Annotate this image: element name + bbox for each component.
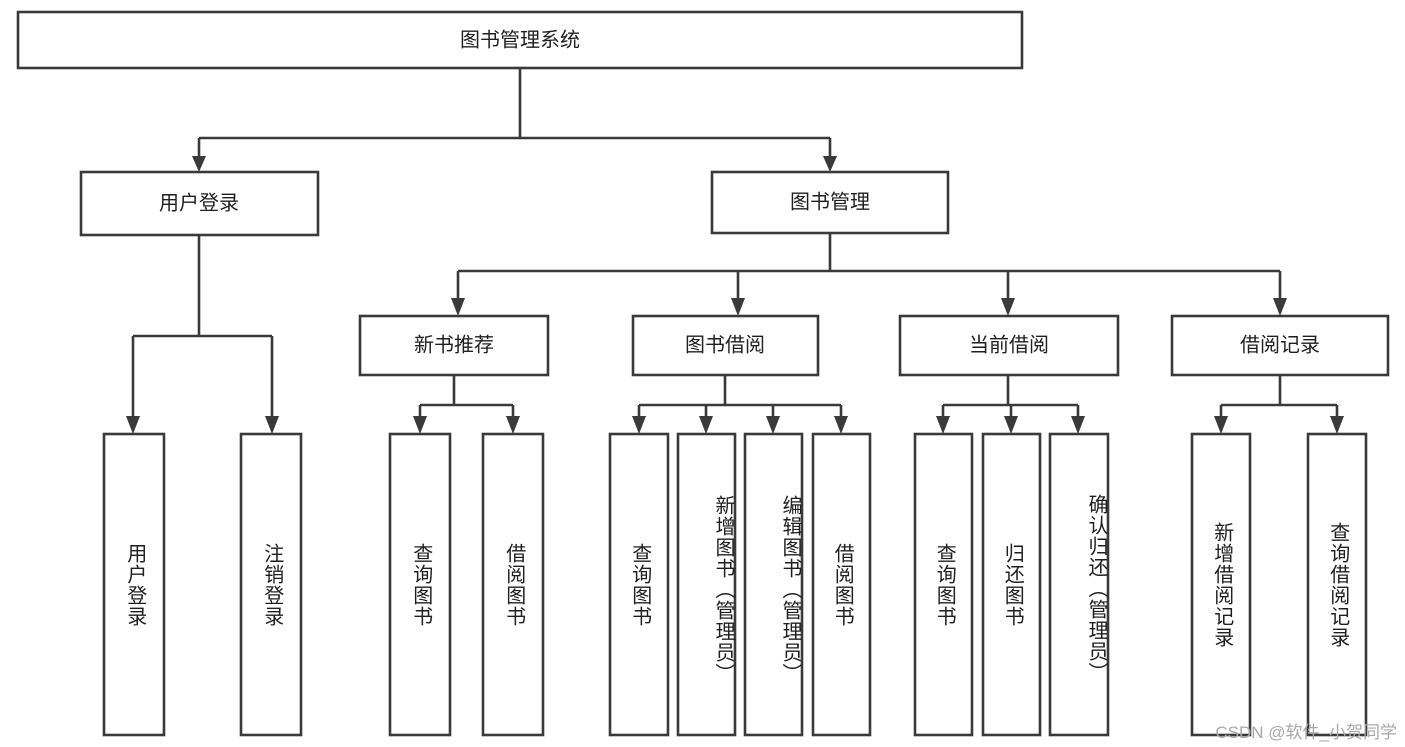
node-box-new-book-recommend[interactable] xyxy=(358,314,550,377)
node-box-leaf-logout[interactable] xyxy=(239,432,303,737)
node-box-book-manage[interactable] xyxy=(710,170,950,235)
node-label-new-book-recommend: 新书推荐 xyxy=(414,333,494,356)
node-layer: 图书管理系统 用户登录 图书管理 新书推荐 图书借阅 当前借阅 借阅记录 xyxy=(16,10,1390,737)
arrow-book-manage-to-current-borrow xyxy=(1001,298,1015,316)
arrow-book-borrow-to-leaf2 xyxy=(699,416,713,434)
node-label-book-borrow: 图书借阅 xyxy=(685,333,765,356)
node-box-leaf-user-login[interactable] xyxy=(102,432,166,737)
arrow-user-login-to-leaf1 xyxy=(126,416,140,434)
arrow-book-borrow-to-leaf4 xyxy=(834,416,848,434)
arrow-root-to-user-login xyxy=(192,156,206,172)
arrow-user-login-to-leaf2 xyxy=(265,416,279,434)
node-box-leaf-return-book[interactable] xyxy=(981,432,1042,737)
arrow-book-manage-to-borrow-record xyxy=(1273,298,1287,316)
node-box-user-login[interactable] xyxy=(79,170,320,237)
arrow-borrow-record-to-leaf2 xyxy=(1330,416,1344,434)
node-box-borrow-record[interactable] xyxy=(1170,314,1390,377)
node-label-book-manage: 图书管理 xyxy=(790,190,870,213)
node-box-leaf-query-record[interactable] xyxy=(1306,432,1368,737)
node-box-leaf-add-record[interactable] xyxy=(1190,432,1252,737)
arrow-book-manage-to-new-book xyxy=(451,298,465,316)
node-box-book-borrow[interactable] xyxy=(631,314,820,377)
node-box-leaf-edit-book[interactable] xyxy=(743,432,804,737)
node-label-borrow-record: 借阅记录 xyxy=(1240,333,1320,356)
node-box-leaf-confirm-return[interactable] xyxy=(1048,432,1110,737)
arrow-current-borrow-to-leaf1 xyxy=(936,416,950,434)
arrow-current-borrow-to-leaf3 xyxy=(1071,416,1085,434)
arrow-new-book-to-leaf2 xyxy=(506,416,520,434)
arrow-book-manage-to-book-borrow xyxy=(731,298,745,316)
arrow-borrow-record-to-leaf1 xyxy=(1214,416,1228,434)
node-box-root[interactable] xyxy=(16,10,1024,70)
watermark-label: CSDN @软件_小贺同学 xyxy=(1215,723,1397,742)
node-box-leaf-query-book-3[interactable] xyxy=(913,432,974,737)
node-box-leaf-borrow-book-1[interactable] xyxy=(481,432,545,737)
arrow-current-borrow-to-leaf2 xyxy=(1004,416,1018,434)
arrow-book-borrow-to-leaf1 xyxy=(632,416,646,434)
arrow-book-borrow-to-leaf3 xyxy=(766,416,780,434)
connector-layer xyxy=(126,68,1344,434)
node-label-current-borrow: 当前借阅 xyxy=(969,333,1049,356)
arrow-new-book-to-leaf1 xyxy=(413,416,427,434)
node-box-leaf-query-book-2[interactable] xyxy=(608,432,670,737)
node-box-leaf-add-book[interactable] xyxy=(676,432,737,737)
arrow-root-to-book-manage xyxy=(823,156,837,172)
node-box-leaf-query-book-1[interactable] xyxy=(388,432,452,737)
node-box-leaf-borrow-book-2[interactable] xyxy=(811,432,872,737)
node-label-root: 图书管理系统 xyxy=(460,28,580,51)
node-box-current-borrow[interactable] xyxy=(898,314,1120,377)
node-label-user-login: 用户登录 xyxy=(159,191,239,214)
